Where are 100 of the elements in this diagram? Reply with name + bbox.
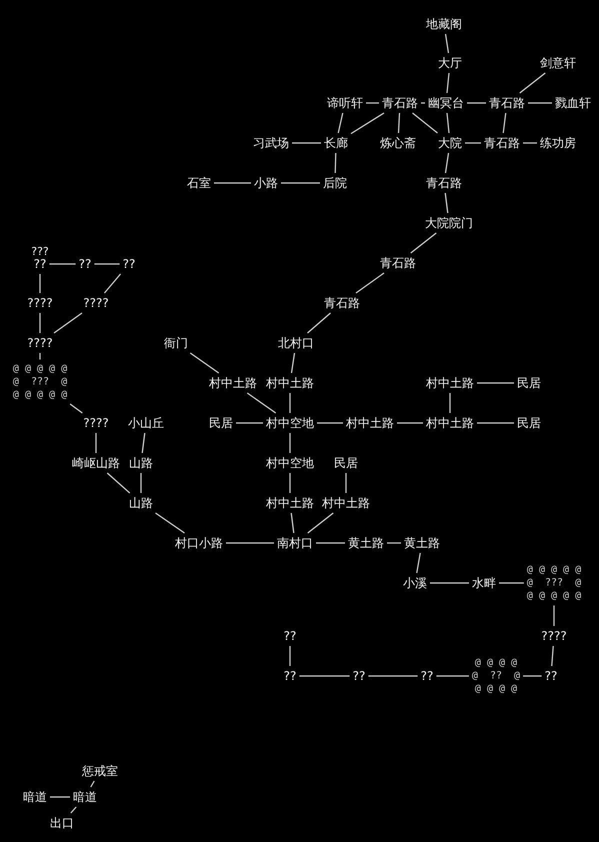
room-name: 民居 [209, 416, 233, 430]
room-name: 村中土路 [426, 416, 474, 430]
room-name: ???? [83, 416, 109, 430]
marker-row: @ @ @ @ @ [526, 564, 582, 576]
connector-line [49, 263, 76, 265]
room-name: 谛听轩 [327, 96, 363, 110]
connector-line [523, 142, 537, 144]
room-name: 惩戒室 [82, 764, 118, 778]
connector-line [281, 182, 320, 184]
room-name: 小山丘 [128, 416, 164, 430]
room-name: 青石路 [426, 176, 462, 190]
room-name: ???? [27, 336, 53, 350]
connector-line [299, 675, 350, 677]
room-name: 青石路 [382, 96, 418, 110]
room-name: 崎岖山路 [72, 456, 120, 470]
connector-line [289, 393, 291, 413]
connector-line [410, 232, 437, 254]
room-name: 村中土路 [266, 496, 314, 510]
connector-line [54, 312, 82, 334]
room-name: 黄土路 [348, 536, 384, 550]
room-name: 青石路 [489, 96, 525, 110]
marker-row: @ ??? @ [526, 576, 582, 590]
connector-line [289, 646, 291, 666]
connector-line [338, 112, 344, 134]
connector-line [334, 152, 336, 174]
room-name: 黄土路 [404, 536, 440, 550]
connector-line [412, 112, 438, 134]
connector-line [446, 72, 450, 94]
room-name: 大厅 [438, 56, 462, 70]
connector-line [416, 552, 421, 574]
connector-line [140, 473, 142, 493]
connector-line [477, 382, 514, 384]
room-name: 村中土路 [426, 376, 474, 390]
connector-line [446, 112, 450, 134]
room-name: 村中空地 [266, 416, 314, 430]
room-name: ?? [284, 629, 296, 643]
connector-line [214, 182, 251, 184]
connector-line [523, 675, 542, 677]
connector-line [430, 582, 469, 584]
room-name: 民居 [517, 416, 541, 430]
connector-line [190, 352, 220, 374]
room-name: 山路 [129, 496, 153, 510]
room-name: 衙门 [164, 336, 188, 350]
room-name: 剑意轩 [540, 56, 576, 70]
room-name: 南村口 [277, 536, 313, 550]
connector-line [553, 606, 555, 626]
room-note: ??? [31, 245, 49, 258]
connector-line [226, 542, 274, 544]
room-name: 水畔 [472, 576, 496, 590]
connector-line [70, 806, 77, 814]
connector-line [398, 112, 400, 134]
room-name: ???? [27, 296, 53, 310]
connector-line [39, 274, 41, 293]
room-name: 暗道 [23, 790, 47, 804]
room-name: 民居 [334, 456, 358, 470]
room-name: 小溪 [403, 576, 427, 590]
room-name: 青石路 [380, 256, 416, 270]
connector-line [356, 272, 384, 294]
room-name: 村中空地 [266, 456, 314, 470]
marker-row: @ @ @ @ @ [12, 388, 68, 402]
room-name: 山路 [129, 456, 153, 470]
connector-line [39, 353, 41, 360]
room-name: 炼心斋 [380, 136, 416, 150]
connector-line [467, 102, 486, 104]
connector-line [449, 393, 451, 413]
connector-line [307, 512, 334, 534]
connector-line [104, 274, 121, 294]
room-name: 青石路 [324, 296, 360, 310]
connector-line [246, 392, 276, 414]
room-name: 长廊 [324, 136, 348, 150]
room-name: 北村口 [278, 336, 314, 350]
connector-line [551, 646, 554, 666]
connector-line [436, 675, 469, 677]
room-name: 村中土路 [346, 416, 394, 430]
connector-line [444, 34, 450, 54]
room-name: 石室 [187, 176, 211, 190]
room-name: 村中土路 [266, 376, 314, 390]
room-name: 村中土路 [322, 496, 370, 510]
connector-line [316, 542, 345, 544]
room-name: ?? [284, 669, 296, 683]
room-name: ???? [83, 296, 109, 310]
connector-line [90, 780, 95, 788]
room-name: 小路 [254, 176, 278, 190]
marker-row: @ ?? @ [472, 670, 520, 682]
connector-line [290, 352, 296, 374]
connector-line [387, 542, 401, 544]
connector-line [292, 142, 321, 144]
room-name: 暗道 [73, 790, 97, 804]
connector-line [106, 472, 130, 494]
room-name: 民居 [517, 376, 541, 390]
room-name: ?? [544, 669, 558, 683]
room-name: ?? [122, 257, 136, 271]
connector-line [421, 102, 425, 104]
connector-line [50, 796, 70, 798]
room-name: 大院院门 [425, 216, 473, 230]
connector-line [519, 72, 546, 94]
connector-line [366, 102, 379, 104]
room-name: 幽冥台 [428, 96, 464, 110]
connector-line [307, 312, 331, 334]
connector-line [345, 473, 347, 493]
